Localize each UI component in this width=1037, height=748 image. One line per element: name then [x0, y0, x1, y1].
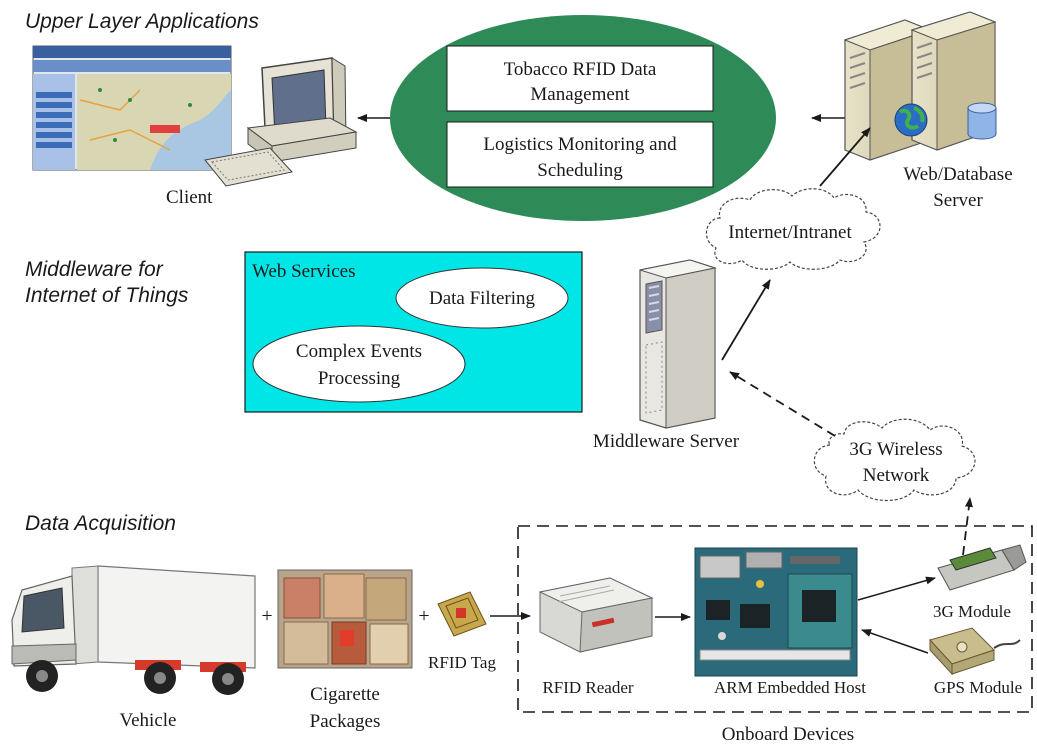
arrow-internet-to-server — [819, 127, 871, 187]
onboard-devices-box — [517, 525, 1033, 713]
cigarette-label-2: Packages — [310, 711, 381, 732]
arm-host-label: ARM Embedded Host — [714, 678, 866, 697]
cigarette-packages-icon — [277, 569, 413, 669]
plus-sign-1: + — [261, 605, 272, 627]
internet-label: Internet/Intranet — [728, 222, 852, 243]
data-filtering-ellipse — [395, 267, 569, 329]
layer-acquisition-heading: Data Acquisition — [25, 512, 176, 535]
onboard-devices-label: Onboard Devices — [722, 724, 854, 745]
rfid-tag-label: RFID Tag — [428, 653, 496, 672]
arrow-host-to-3g-module — [857, 576, 936, 601]
wireless-label-1: 3G Wireless — [849, 439, 942, 460]
desktop-computer-icon — [204, 57, 358, 187]
vehicle-label: Vehicle — [120, 710, 177, 731]
cigarette-label-1: Cigarette — [310, 684, 380, 705]
cep-ellipse — [252, 325, 466, 403]
cloud-icon-internet — [705, 188, 881, 270]
arrow-gps-to-host — [861, 629, 929, 654]
app-rfid-mgmt-line2: Management — [530, 84, 630, 105]
database-cylinder-icon — [967, 102, 997, 140]
plus-sign-2: + — [418, 605, 429, 627]
app-logistics-line1: Logistics Monitoring and — [483, 134, 677, 155]
app-logistics-line2: Scheduling — [537, 160, 623, 181]
usb-3g-module-icon — [937, 544, 1027, 591]
wireless-label-2: Network — [863, 465, 930, 486]
rfid-tag-icon — [437, 591, 487, 637]
cep-label-2: Processing — [318, 368, 401, 389]
web-db-server-label-1: Web/Database — [903, 164, 1012, 185]
gps-module-icon — [929, 627, 1021, 676]
data-filtering-label: Data Filtering — [429, 288, 536, 309]
3g-module-label: 3G Module — [933, 602, 1011, 621]
circuit-board-icon — [694, 547, 858, 677]
globe-icon — [894, 103, 928, 137]
rfid-reader-icon — [538, 577, 654, 653]
cep-label-1: Complex Events — [296, 341, 422, 362]
cloud-icon-3g-network — [813, 418, 976, 501]
web-db-server-label-2: Server — [933, 190, 983, 211]
client-app-screenshot — [32, 45, 232, 171]
arrow-middleware-to-internet — [721, 279, 771, 361]
layer-upper-heading: Upper Layer Applications — [25, 10, 259, 33]
middleware-server-label: Middleware Server — [593, 431, 740, 452]
server-tower-icon — [639, 259, 717, 429]
web-services-label: Web Services — [252, 261, 355, 282]
layer-middleware-heading-1: Middleware for — [25, 258, 164, 281]
gps-module-label: GPS Module — [934, 678, 1022, 697]
app-box-rfid-data-management — [446, 45, 714, 112]
truck-icon — [11, 565, 256, 695]
rfid-reader-label: RFID Reader — [542, 678, 633, 697]
client-label: Client — [166, 187, 213, 208]
app-box-logistics — [446, 121, 714, 188]
app-rfid-mgmt-line1: Tobacco RFID Data — [504, 59, 657, 80]
arrow-3g-module-to-network — [962, 497, 973, 556]
arrow-3g-to-middleware — [729, 371, 836, 437]
layer-middleware-heading-2: Internet of Things — [25, 284, 189, 307]
